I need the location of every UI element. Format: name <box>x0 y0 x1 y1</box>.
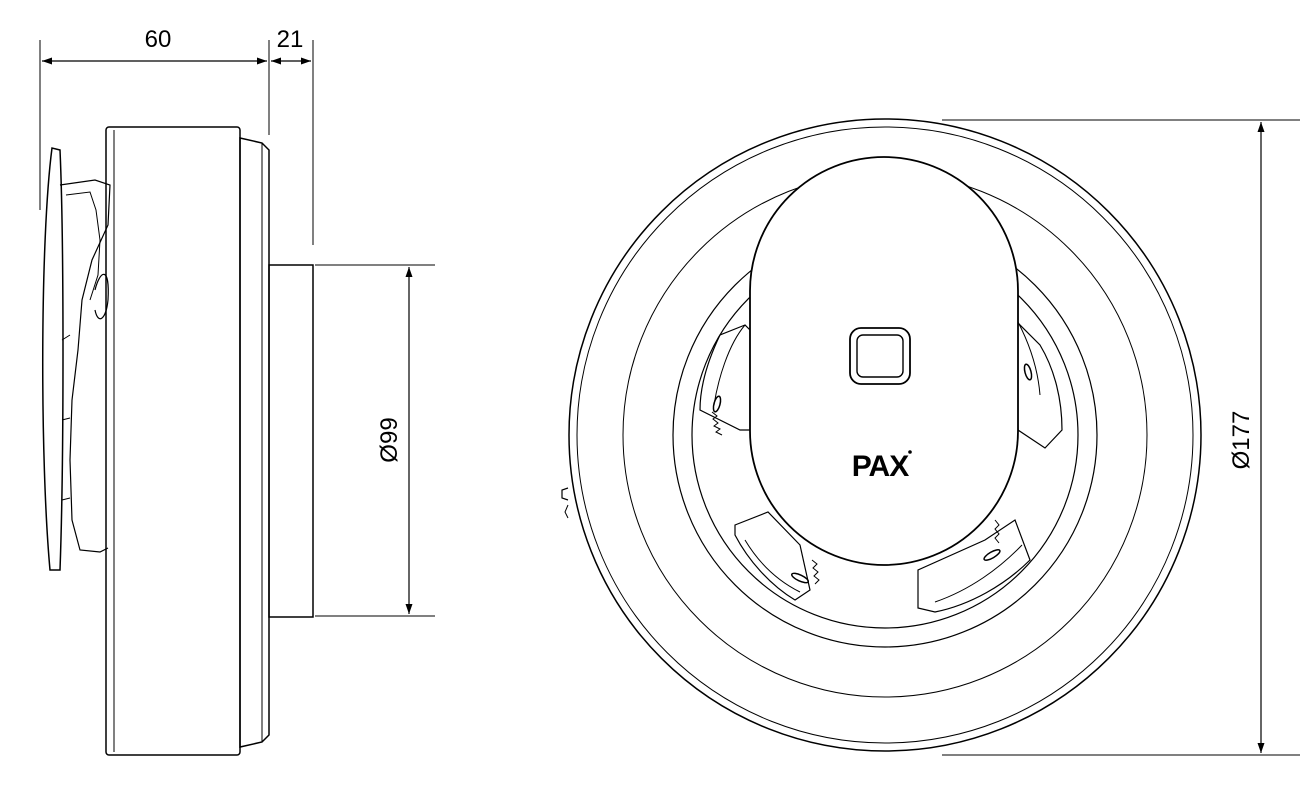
clip-top-right <box>1014 318 1063 449</box>
side-view <box>39 40 435 756</box>
clip-bottom-left-slot <box>790 572 810 584</box>
grille-detail <box>59 179 111 553</box>
clip-bottom-right-saw <box>994 519 1000 544</box>
clip-bottom-left-inner <box>744 539 801 593</box>
housing-collar <box>239 137 270 748</box>
clip-top-right-slot <box>1023 363 1033 381</box>
clip-top-right-inner <box>1017 321 1041 396</box>
grille-detail-4 <box>94 273 109 320</box>
duct-spigot <box>268 264 314 618</box>
dim-label-99: Ø99 <box>376 417 403 462</box>
logo-trademark-dot <box>908 450 912 454</box>
outer-ring-inner <box>576 126 1194 744</box>
brand-logo: PAX <box>852 450 912 483</box>
clip-top-left <box>699 324 751 431</box>
rim-nub-2 <box>564 504 569 519</box>
clip-bottom-right-inner <box>934 544 1023 603</box>
dim-label-177: Ø177 <box>1228 411 1255 470</box>
logo-text: PAX <box>852 450 909 483</box>
front-view <box>561 118 1300 756</box>
clip-bottom-right <box>917 519 1031 613</box>
grille-detail-3 <box>61 334 71 501</box>
clip-top-left-slot <box>712 395 722 413</box>
dim-label-21: 21 <box>277 26 304 53</box>
grille-detail-2 <box>65 191 101 301</box>
outer-ring <box>568 118 1202 752</box>
clip-bottom-left-saw <box>811 559 820 585</box>
clip-top-left-saw <box>711 411 723 436</box>
dim-label-60: 60 <box>145 26 172 53</box>
control-button-outer <box>849 327 911 385</box>
front-cover <box>749 156 1019 566</box>
clip-bottom-right-slot <box>983 549 1001 561</box>
housing-body <box>105 126 241 756</box>
rim-nub <box>561 487 569 501</box>
control-button-inner <box>856 334 904 378</box>
clip-top-left-inner <box>713 324 746 406</box>
front-grille-plate <box>41 147 64 571</box>
